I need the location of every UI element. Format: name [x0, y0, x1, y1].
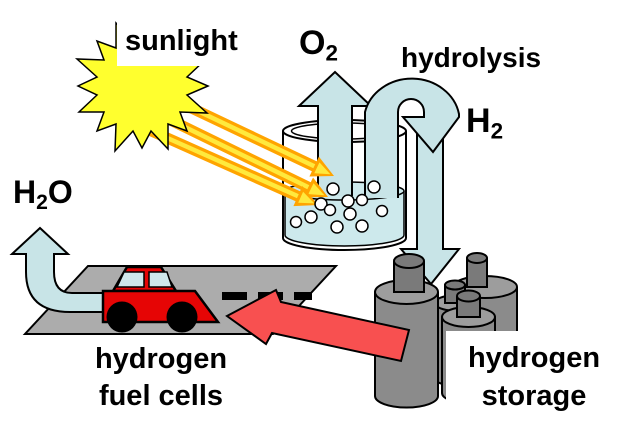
hydrogen-supply-arrow	[225, 288, 411, 363]
car-wheel	[106, 301, 138, 333]
h2o-label: H2O	[13, 174, 73, 215]
hydrolysis-text: hydrolysis	[401, 42, 542, 73]
o2-text: O	[299, 24, 326, 62]
car	[101, 265, 221, 333]
storage-label: hydrogen storage	[446, 331, 622, 427]
sunlight-label: sunlight	[117, 16, 271, 66]
sunlight-text: sunlight	[125, 25, 238, 57]
h2o-text-h: H	[13, 174, 37, 210]
car-window-left	[115, 271, 145, 288]
fuel-cells-label: hydrogen fuel cells	[70, 336, 252, 427]
hydrolysis-label: hydrolysis	[401, 42, 541, 74]
car-window-right	[148, 271, 174, 288]
h2-subscript: 2	[490, 118, 504, 144]
car-wheel	[166, 301, 198, 333]
h2-text: H	[466, 102, 491, 140]
oxygen-up-arrow	[296, 70, 374, 196]
fuel-cells-line2: fuel cells	[98, 380, 224, 412]
gas-bubbles	[289, 180, 389, 234]
road-dash	[222, 292, 247, 300]
h2o-text-o: O	[47, 174, 73, 210]
road-dash	[294, 292, 312, 300]
storage-line1: hydrogen	[467, 342, 601, 374]
o2-label: O2	[299, 24, 338, 66]
water-vapor-arrow	[9, 226, 114, 313]
solar-ray	[144, 123, 318, 207]
storage-line2: storage	[481, 380, 587, 412]
fuel-cells-line1: hydrogen	[94, 343, 228, 375]
h2-label: H2	[466, 102, 503, 144]
hydrolysis-arch-arrow	[364, 77, 460, 198]
h2o-subscript: 2	[36, 190, 48, 214]
storage-tank-main	[374, 253, 439, 409]
o2-subscript: 2	[325, 40, 338, 66]
